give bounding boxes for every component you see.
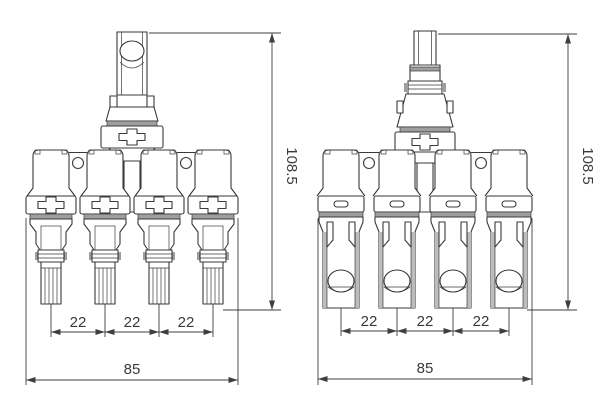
right-pitch-label-2: 22 [417,313,434,330]
left-width-dimension: 85 [25,218,239,385]
right-block-1 [316,149,366,197]
left-height-dimension-label: 108.5 [283,147,300,185]
right-body-hole-1 [362,156,376,170]
left-block-4 [188,149,238,197]
left-pitch-label-2: 22 [124,314,141,331]
right-width-dimension-label: 85 [417,360,434,377]
left-pitch-label-3: 22 [178,314,195,331]
right-branch-1 [317,195,365,337]
right-block-4 [484,149,534,197]
left-body [26,149,238,197]
right-branch-3 [429,195,477,337]
right-height-dimension-label: 108.5 [579,147,596,185]
right-body-hole-2 [474,156,488,170]
right-block-3 [428,149,478,197]
left-block-3 [134,149,184,197]
left-block-2 [80,149,130,197]
right-pitch-label-1: 22 [361,313,378,330]
left-height-dimension: 108.5 [149,32,300,311]
left-branch-1 [26,196,76,337]
left-pitch-label-1: 22 [70,314,87,331]
left-branch-2 [80,196,130,337]
left-branch-4 [188,196,238,337]
right-branch-4 [485,195,533,337]
right-pitch-dimensions: 22 22 22 [341,313,509,334]
right-width-dimension: 85 [317,218,533,385]
right-block-2 [372,149,422,197]
left-block-1 [26,149,76,197]
left-width-dimension-label: 85 [124,361,141,378]
right-pitch-label-3: 22 [473,313,490,330]
right-view: 108.5 22 22 22 85 [316,30,596,385]
left-pitch-dimensions: 22 22 22 [51,314,213,335]
right-height-dimension: 108.5 [438,33,596,311]
right-body [316,149,534,197]
left-body-hole-1 [71,156,85,170]
left-branch-3 [134,196,184,337]
right-branch-2 [373,195,421,337]
left-body-hole-2 [179,156,193,170]
left-view: 108.5 22 22 22 85 [25,31,300,385]
